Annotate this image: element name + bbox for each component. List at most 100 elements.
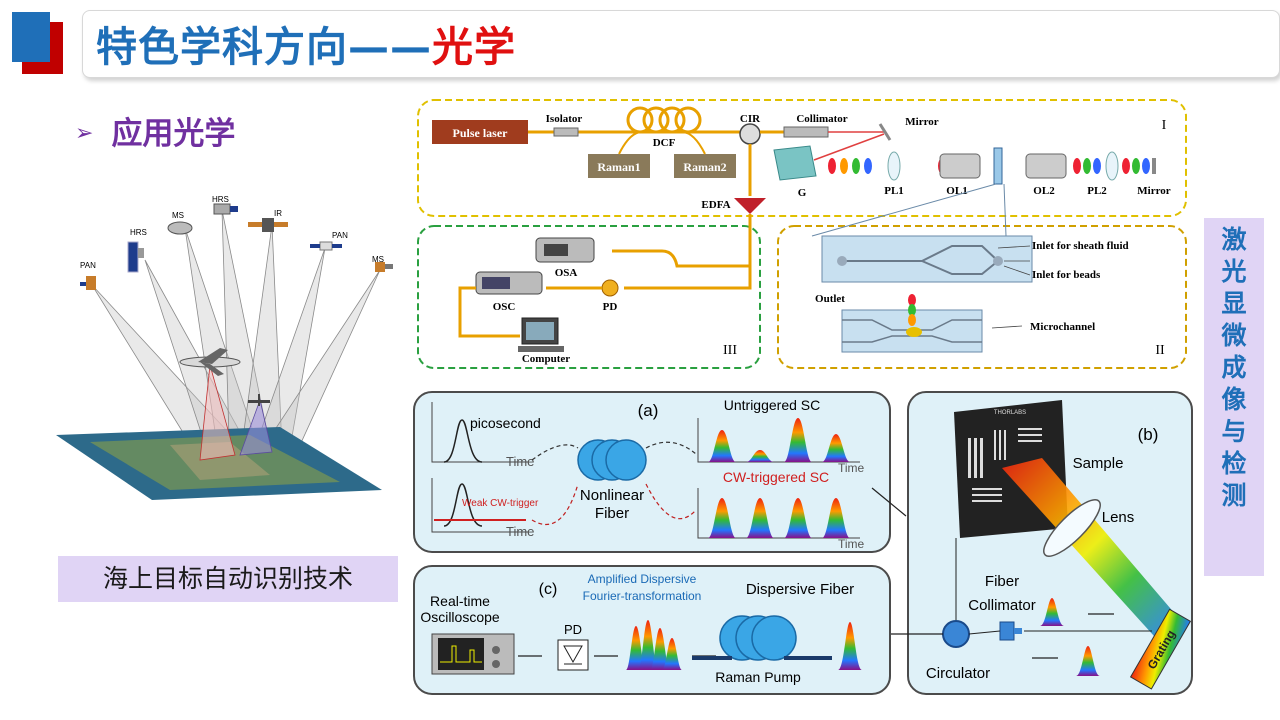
roman-i-label: I [1162,118,1167,133]
label-pan-left: PAN [80,261,96,270]
sample-label: Sample [1073,455,1124,472]
nonlinear-fiber-coil-icon [577,439,647,481]
ol2-icon [1025,153,1067,179]
circulator-icon [942,620,970,648]
pl1-lens-icon [887,151,901,181]
osa-label: OSA [555,267,578,279]
mirror-right-icon [1152,158,1156,174]
bullet-arrow-icon: ➢ [75,121,94,146]
pulse-laser-label: Pulse laser [453,126,509,140]
pd-label: PD [603,301,618,313]
raman2-label: Raman2 [683,160,726,174]
target-bars [968,428,1042,502]
circulator-label: Circulator [926,665,990,682]
dcf-coil-icon [626,106,702,134]
pulse-icon-b2 [1076,646,1100,676]
uav-icon [248,394,270,406]
isolator-label: Isolator [546,113,583,125]
fiber-label-b: Fiber [985,573,1019,590]
raman1-box [588,154,650,178]
remote-sensing-illustration: PAN HRS MS HRS IR PAN MS [56,195,393,500]
outlet-label: Outlet [815,293,845,305]
satellite-hrs-left-icon [127,241,144,273]
realtime-line2: Oscilloscope [420,609,500,625]
edfa-label: EDFA [701,199,730,211]
cir-icon [739,123,761,145]
cw-triggered-pulses [708,498,850,538]
lens-icon [1043,499,1101,557]
ol2-label: OL2 [1033,185,1055,197]
raman2-box [674,154,736,178]
label-ir: IR [274,209,282,218]
nonlinear-label: Nonlinear [580,487,644,504]
satellite-hrs-mid-icon [213,203,238,215]
title-main: 特色学科方向—— [96,23,432,71]
weak-trigger-label: Weak CW-trigger [462,498,539,509]
inlet-beads-label: Inlet for beads [1032,269,1101,281]
pd-icon [601,279,619,297]
amplified-line2: Fourier-transformation [583,589,702,603]
label-pan-right: PAN [332,231,348,240]
raman-pump-label: Raman Pump [715,669,801,685]
time-label-4: Time [838,537,865,551]
label-hrs-mid: HRS [212,195,229,204]
page-title: 特色学科方向——光学 [96,13,516,73]
ol1-icon [939,153,981,179]
label-ms-right: MS [372,255,384,264]
pl2-lens-icon [1105,151,1119,181]
pl2-label: PL2 [1087,185,1107,197]
computer-label: Computer [522,353,570,365]
time-label-3: Time [838,461,865,475]
airplane-icon [179,348,241,376]
time-label-2: Time [506,524,534,539]
roman-ii-label: II [1155,343,1165,358]
dispersed-beam-icon [1002,458,1182,636]
time-label-1: Time [506,454,534,469]
collimator-icon-b [999,621,1015,641]
amplified-line1: Amplified Dispersive [588,572,697,586]
caption-right-text: 激 光 显 微 成 像 与 检 测 [1221,225,1247,510]
satellite-ms-right-icon [375,262,393,272]
edfa-triangle-icon [734,198,766,214]
box-ii [777,225,1187,369]
microchannel-label: Microchannel [1030,321,1095,333]
raman1-label: Raman1 [597,160,640,174]
mirror-top-label: Mirror [905,116,939,128]
label-ms-left: MS [172,211,184,220]
inlet-sheath-label: Inlet for sheath fluid [1032,240,1129,252]
section-subtitle: ➢ 应用光学 [75,108,235,153]
input-pulse-icon-c [838,622,862,670]
panel-c [413,565,891,695]
panel-a [413,391,891,553]
spectrum-beam-icons [828,158,1150,174]
cir-label: CIR [740,113,761,125]
panel-b-tag: (b) [1138,425,1159,444]
title-bar [82,10,1280,78]
dispersive-fiber-label: Dispersive Fiber [746,581,854,598]
untriggered-label: Untriggered SC [724,397,821,413]
thorlabs-label: THORLABS [994,410,1026,416]
box-i [417,99,1187,217]
dispersive-fiber-coil-icon [719,615,797,661]
cw-triggered-label: CW-triggered SC [723,469,829,485]
subtitle-label: 应用光学 [111,116,236,152]
g-label: G [798,187,807,199]
pl1-label: PL1 [884,185,904,197]
pulse-icon-b1 [1040,598,1064,626]
box-iii [417,225,761,369]
satellite-pan-right-icon [310,241,342,251]
satellite-pan-left-icon [80,276,96,290]
time-stretch-diagram: (a) picosecond Time Weak CW-trigger Time… [413,391,1193,695]
picosecond-label: picosecond [470,415,541,431]
mirror-right-label: Mirror [1137,185,1171,197]
roman-iii-label: III [723,343,737,358]
stretched-spectrum-icon [626,620,682,670]
isolator-icon [553,127,579,137]
collimator-label: Collimator [796,113,847,125]
panel-a-tag: (a) [638,401,659,420]
pulse-laser-box [432,120,528,144]
title-accent: 光学 [432,23,516,71]
realtime-line1: Real-time [430,593,490,609]
setup-diagram: Pulse laser Isolator DCF Raman1 Raman2 C… [417,99,1187,369]
grating-g-icon [773,145,817,181]
